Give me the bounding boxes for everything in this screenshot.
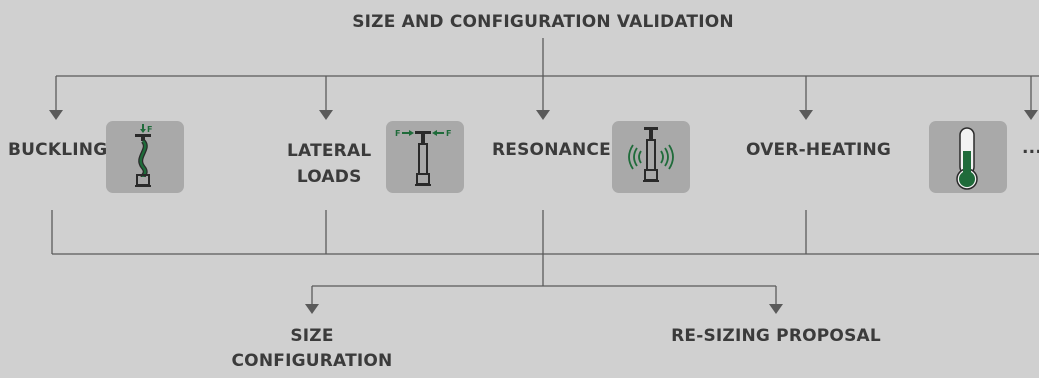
resonance-icon — [628, 127, 674, 182]
lateral-loads-tile: F F — [386, 121, 464, 193]
arrow-down-icon — [536, 110, 550, 120]
arrow-down-icon — [799, 110, 813, 120]
check-label-resonance: RESONANCE — [492, 140, 611, 160]
check-label-over-heating: OVER-HEATING — [746, 140, 892, 160]
check-label-buckling: BUCKLING — [8, 140, 108, 160]
arrow-down-icon — [49, 110, 63, 120]
buckling-icon: F — [135, 124, 152, 187]
outcome-re-sizing-proposal: RE-SIZING PROPOSAL — [671, 326, 881, 346]
arrow-down-icon — [305, 304, 319, 314]
arrow-down-icon — [319, 110, 333, 120]
force-label-right: F — [446, 129, 451, 138]
arrow-down-icon — [1024, 110, 1038, 120]
more-checks-ellipsis: ... — [1022, 138, 1039, 158]
over-heating-tile — [929, 121, 1007, 193]
outcome-size-configuration: SIZE CONFIGURATION — [231, 326, 393, 371]
thermometer-icon — [956, 127, 978, 190]
lateral-loads-icon: F F — [395, 129, 451, 186]
force-label-left: F — [395, 129, 400, 138]
resonance-tile — [612, 121, 690, 193]
check-label-lateral-loads: LATERAL LOADS — [287, 141, 372, 187]
diagram-title: SIZE AND CONFIGURATION VALIDATION — [352, 12, 734, 32]
force-label: F — [147, 125, 152, 134]
arrow-down-icon — [769, 304, 783, 314]
buckling-tile: F — [106, 121, 184, 193]
vibration-waves — [628, 144, 674, 170]
